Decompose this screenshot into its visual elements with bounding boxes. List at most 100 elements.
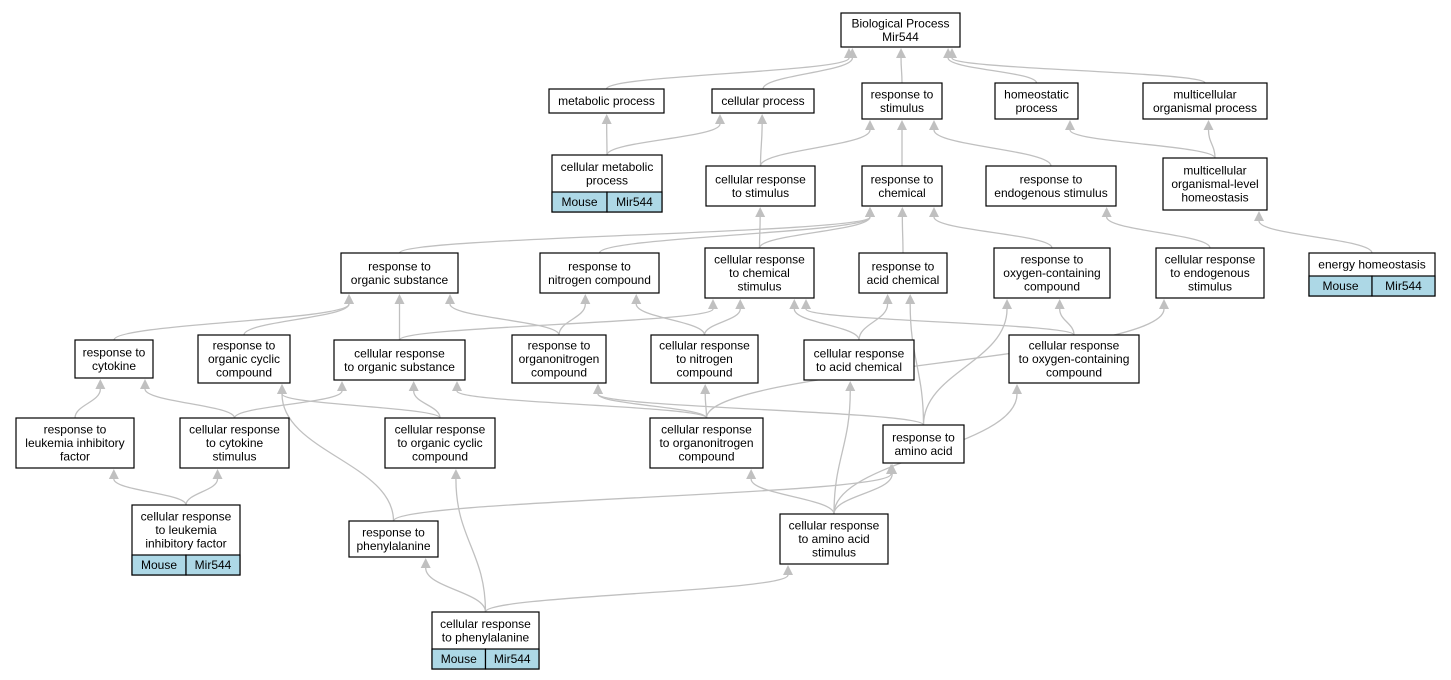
- arrowhead: [755, 207, 766, 217]
- edge-cell-resp-organic-to-resp-organic: [394, 294, 405, 341]
- edge-line: [281, 393, 441, 419]
- node-box: [384, 417, 496, 469]
- node-label-line: compound: [676, 366, 732, 380]
- edge-line: [703, 308, 741, 336]
- edge-line: [951, 57, 1206, 84]
- arrowhead: [631, 294, 642, 304]
- edge-resp-amino-to-resp-acid: [905, 294, 925, 426]
- node-label-line: amino acid: [894, 444, 952, 458]
- edge-cell-resp-organic-to-cell-resp-chem: [398, 299, 718, 341]
- node-box: [1155, 247, 1265, 299]
- edge-cell-resp-phe-to-cell-resp-org-cyclic: [450, 469, 487, 613]
- arrowhead: [700, 384, 711, 394]
- arrowhead: [337, 381, 347, 391]
- edge-line: [243, 303, 350, 336]
- node-metabolic[interactable]: metabolic process: [548, 88, 665, 114]
- edge-resp-chem-to-resp-stim: [897, 120, 907, 167]
- arrowhead: [1101, 207, 1112, 217]
- edge-line: [281, 393, 395, 522]
- arrowhead: [277, 384, 287, 394]
- edge-resp-organonitro-to-resp-nitrogen: [558, 294, 591, 336]
- edge-cell-resp-phe-to-cell-resp-amino: [484, 565, 793, 613]
- edge-resp-phe-to-resp-org-cyclic: [277, 384, 395, 522]
- node-label-line: factor: [60, 450, 90, 464]
- node-label-line: compound: [1046, 366, 1102, 380]
- node-label-line: response to: [1020, 172, 1083, 186]
- edge-cell-resp-stim-to-cellular-process: [757, 114, 768, 167]
- node-label-line: compound: [216, 366, 272, 380]
- node-label-line: cellular response: [789, 519, 880, 533]
- edge-resp-org-cyclic-to-resp-organic: [243, 294, 354, 336]
- node-label-line: to acid chemical: [816, 360, 902, 374]
- edge-cell-metabolic-to-metabolic: [601, 114, 612, 156]
- node-box: [861, 165, 943, 207]
- edge-line: [1069, 129, 1216, 159]
- node-label-line: stimulus: [1188, 280, 1232, 294]
- node-label-line: to stimulus: [732, 186, 789, 200]
- node-label-line: to phenylalanine: [442, 630, 530, 644]
- edge-cell-resp-lif-to-cell-resp-cytokine: [185, 469, 223, 506]
- arrowhead: [450, 469, 461, 479]
- edge-line: [901, 216, 904, 254]
- edge-cell-resp-nitrogen-to-resp-nitrogen: [631, 294, 706, 336]
- node-box: [649, 417, 764, 469]
- species-tag: Mouse: [441, 652, 477, 666]
- node-cellular-process[interactable]: cellular process: [711, 88, 815, 114]
- node-label-line: response to: [213, 339, 276, 353]
- node-label-line: response to: [1021, 253, 1084, 267]
- node-box: [861, 82, 943, 120]
- edge-line: [793, 308, 860, 341]
- node-label-line: cellular response: [141, 510, 232, 524]
- edge-line: [597, 393, 708, 419]
- edge-line: [597, 393, 925, 426]
- node-label-line: organonitrogen: [519, 352, 600, 366]
- node-label-line: multicellular: [1183, 164, 1246, 178]
- edge-resp-cytokine-to-resp-organic: [113, 294, 354, 341]
- node-box: [840, 12, 961, 48]
- node-label-line: cellular response: [715, 172, 806, 186]
- edge-line: [598, 216, 871, 254]
- node-box: [985, 165, 1117, 207]
- node-label-line: cellular process: [721, 94, 804, 108]
- edge-line: [484, 574, 789, 613]
- edge-line: [1258, 220, 1373, 254]
- node-box: [711, 88, 815, 114]
- edge-line: [900, 57, 903, 84]
- edge-line: [909, 303, 925, 426]
- node-label-line: nitrogen compound: [548, 273, 651, 287]
